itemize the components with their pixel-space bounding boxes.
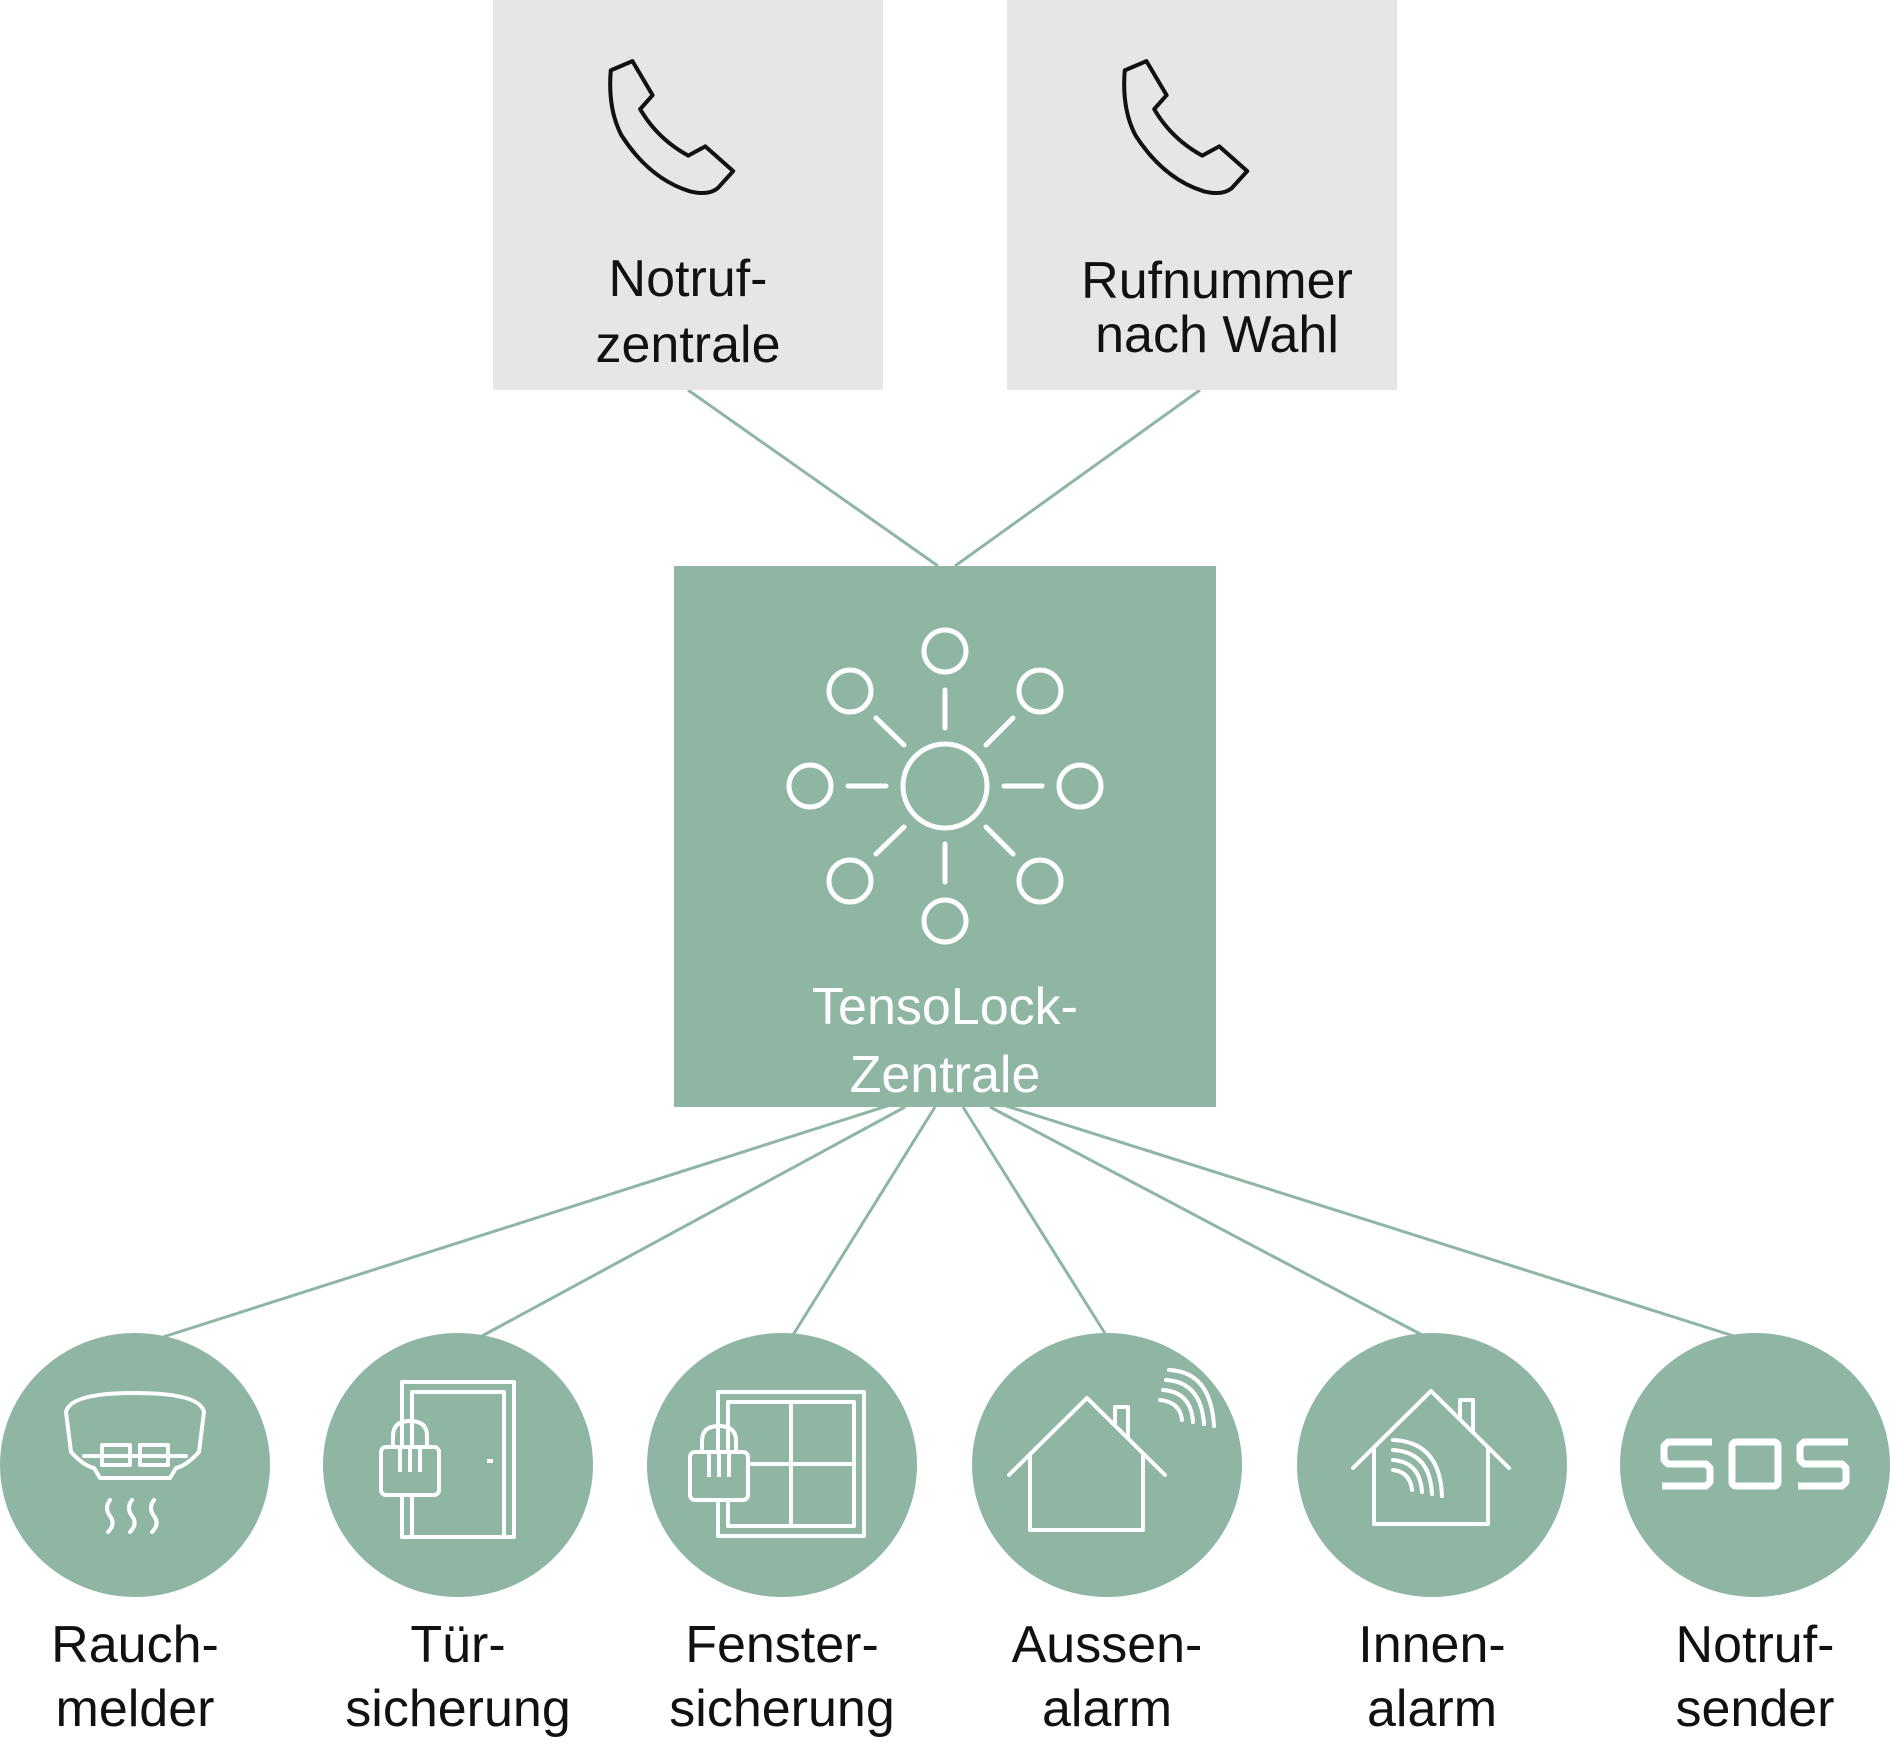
device-circle: [972, 1333, 1242, 1597]
device-innenalarm: Innen- alarm: [1297, 1333, 1567, 1738]
outdoor-alarm-icon: [1007, 1368, 1216, 1532]
rufnummer-box: Rufnummer nach Wahl: [1007, 0, 1397, 390]
connector-line: [961, 1106, 1108, 1336]
connector-lines: [162, 388, 1738, 1339]
device-label-line1: Fenster-: [685, 1616, 879, 1674]
box-label-line1: Notruf-: [609, 250, 768, 308]
device-label-line1: Notruf-: [1676, 1616, 1835, 1674]
device-label-line2: alarm: [1367, 1680, 1497, 1738]
connector-line: [954, 388, 1201, 568]
device-notrufsender: Notruf- sender: [1620, 1333, 1890, 1738]
device-rauchmelder: Rauch- melder: [0, 1333, 270, 1738]
box-label-line1: Rufnummer: [1081, 252, 1353, 310]
box-label-line2: zentrale: [596, 316, 781, 374]
phone-icon: [1122, 59, 1250, 196]
device-circle: [0, 1333, 270, 1597]
box-background: [1007, 0, 1397, 390]
device-label-line1: Tür-: [410, 1616, 505, 1674]
device-label-line2: sender: [1676, 1680, 1835, 1738]
device-aussenalarm: Aussen- alarm: [972, 1333, 1242, 1738]
box-label-line2: nach Wahl: [1095, 306, 1339, 364]
notrufzentrale-box: Notruf- zentrale: [493, 0, 883, 390]
connector-line: [791, 1106, 937, 1336]
device-label-line2: sicherung: [345, 1680, 570, 1738]
tensolock-central-box: TensoLock- Zentrale: [674, 566, 1216, 1107]
box-background: [493, 0, 883, 390]
indoor-alarm-icon: [1351, 1389, 1511, 1526]
connector-line: [687, 388, 939, 568]
device-circle: [1620, 1333, 1890, 1597]
device-label-line2: sicherung: [669, 1680, 894, 1738]
device-circle: [1297, 1333, 1567, 1597]
central-label-line1: TensoLock-: [812, 978, 1078, 1036]
connector-line: [162, 1103, 891, 1339]
connector-line: [1002, 1103, 1738, 1339]
device-label-line1: Aussen-: [1012, 1616, 1203, 1674]
device-label-line1: Rauch-: [51, 1616, 219, 1674]
device-circle: [323, 1333, 593, 1597]
connector-line: [989, 1105, 1425, 1338]
door-lock-icon: [379, 1380, 516, 1539]
device-fenstersicherung: Fenster- sicherung: [647, 1333, 917, 1738]
device-tuersicherung: Tür- sicherung: [323, 1333, 593, 1738]
device-label-line1: Innen-: [1358, 1616, 1505, 1674]
connector-line: [481, 1105, 906, 1338]
device-label-line2: alarm: [1042, 1680, 1172, 1738]
phone-icon: [608, 59, 736, 196]
window-lock-icon: [688, 1390, 866, 1538]
central-box-background: [674, 566, 1216, 1107]
sos-icon: [1660, 1438, 1850, 1490]
network-hub-icon: [786, 627, 1104, 945]
device-label-line2: melder: [56, 1680, 215, 1738]
smoke-detector-icon: [64, 1391, 206, 1534]
central-label-line2: Zentrale: [850, 1046, 1041, 1104]
